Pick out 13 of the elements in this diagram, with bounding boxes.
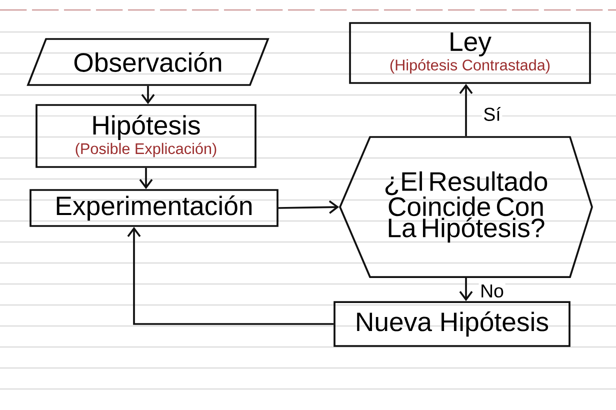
process-box: Hipótesis (Posible Explicación) (36, 104, 256, 168)
process-box: Experimentación (30, 189, 278, 227)
arrow (278, 200, 340, 214)
arrow (139, 168, 153, 190)
arrow (141, 86, 155, 104)
arrow (127, 226, 334, 325)
process-box: Ley (Hipótesis Contrastada) (349, 22, 591, 84)
arrow (459, 278, 473, 302)
edge-label: No (478, 283, 506, 299)
decision-hexagon: ¿El Resultado Coincide Con La Hipótesis? (339, 136, 593, 278)
arrow (459, 84, 473, 136)
edge-label: Sí (482, 106, 502, 122)
process-box: Nueva Hipótesis (334, 301, 570, 347)
